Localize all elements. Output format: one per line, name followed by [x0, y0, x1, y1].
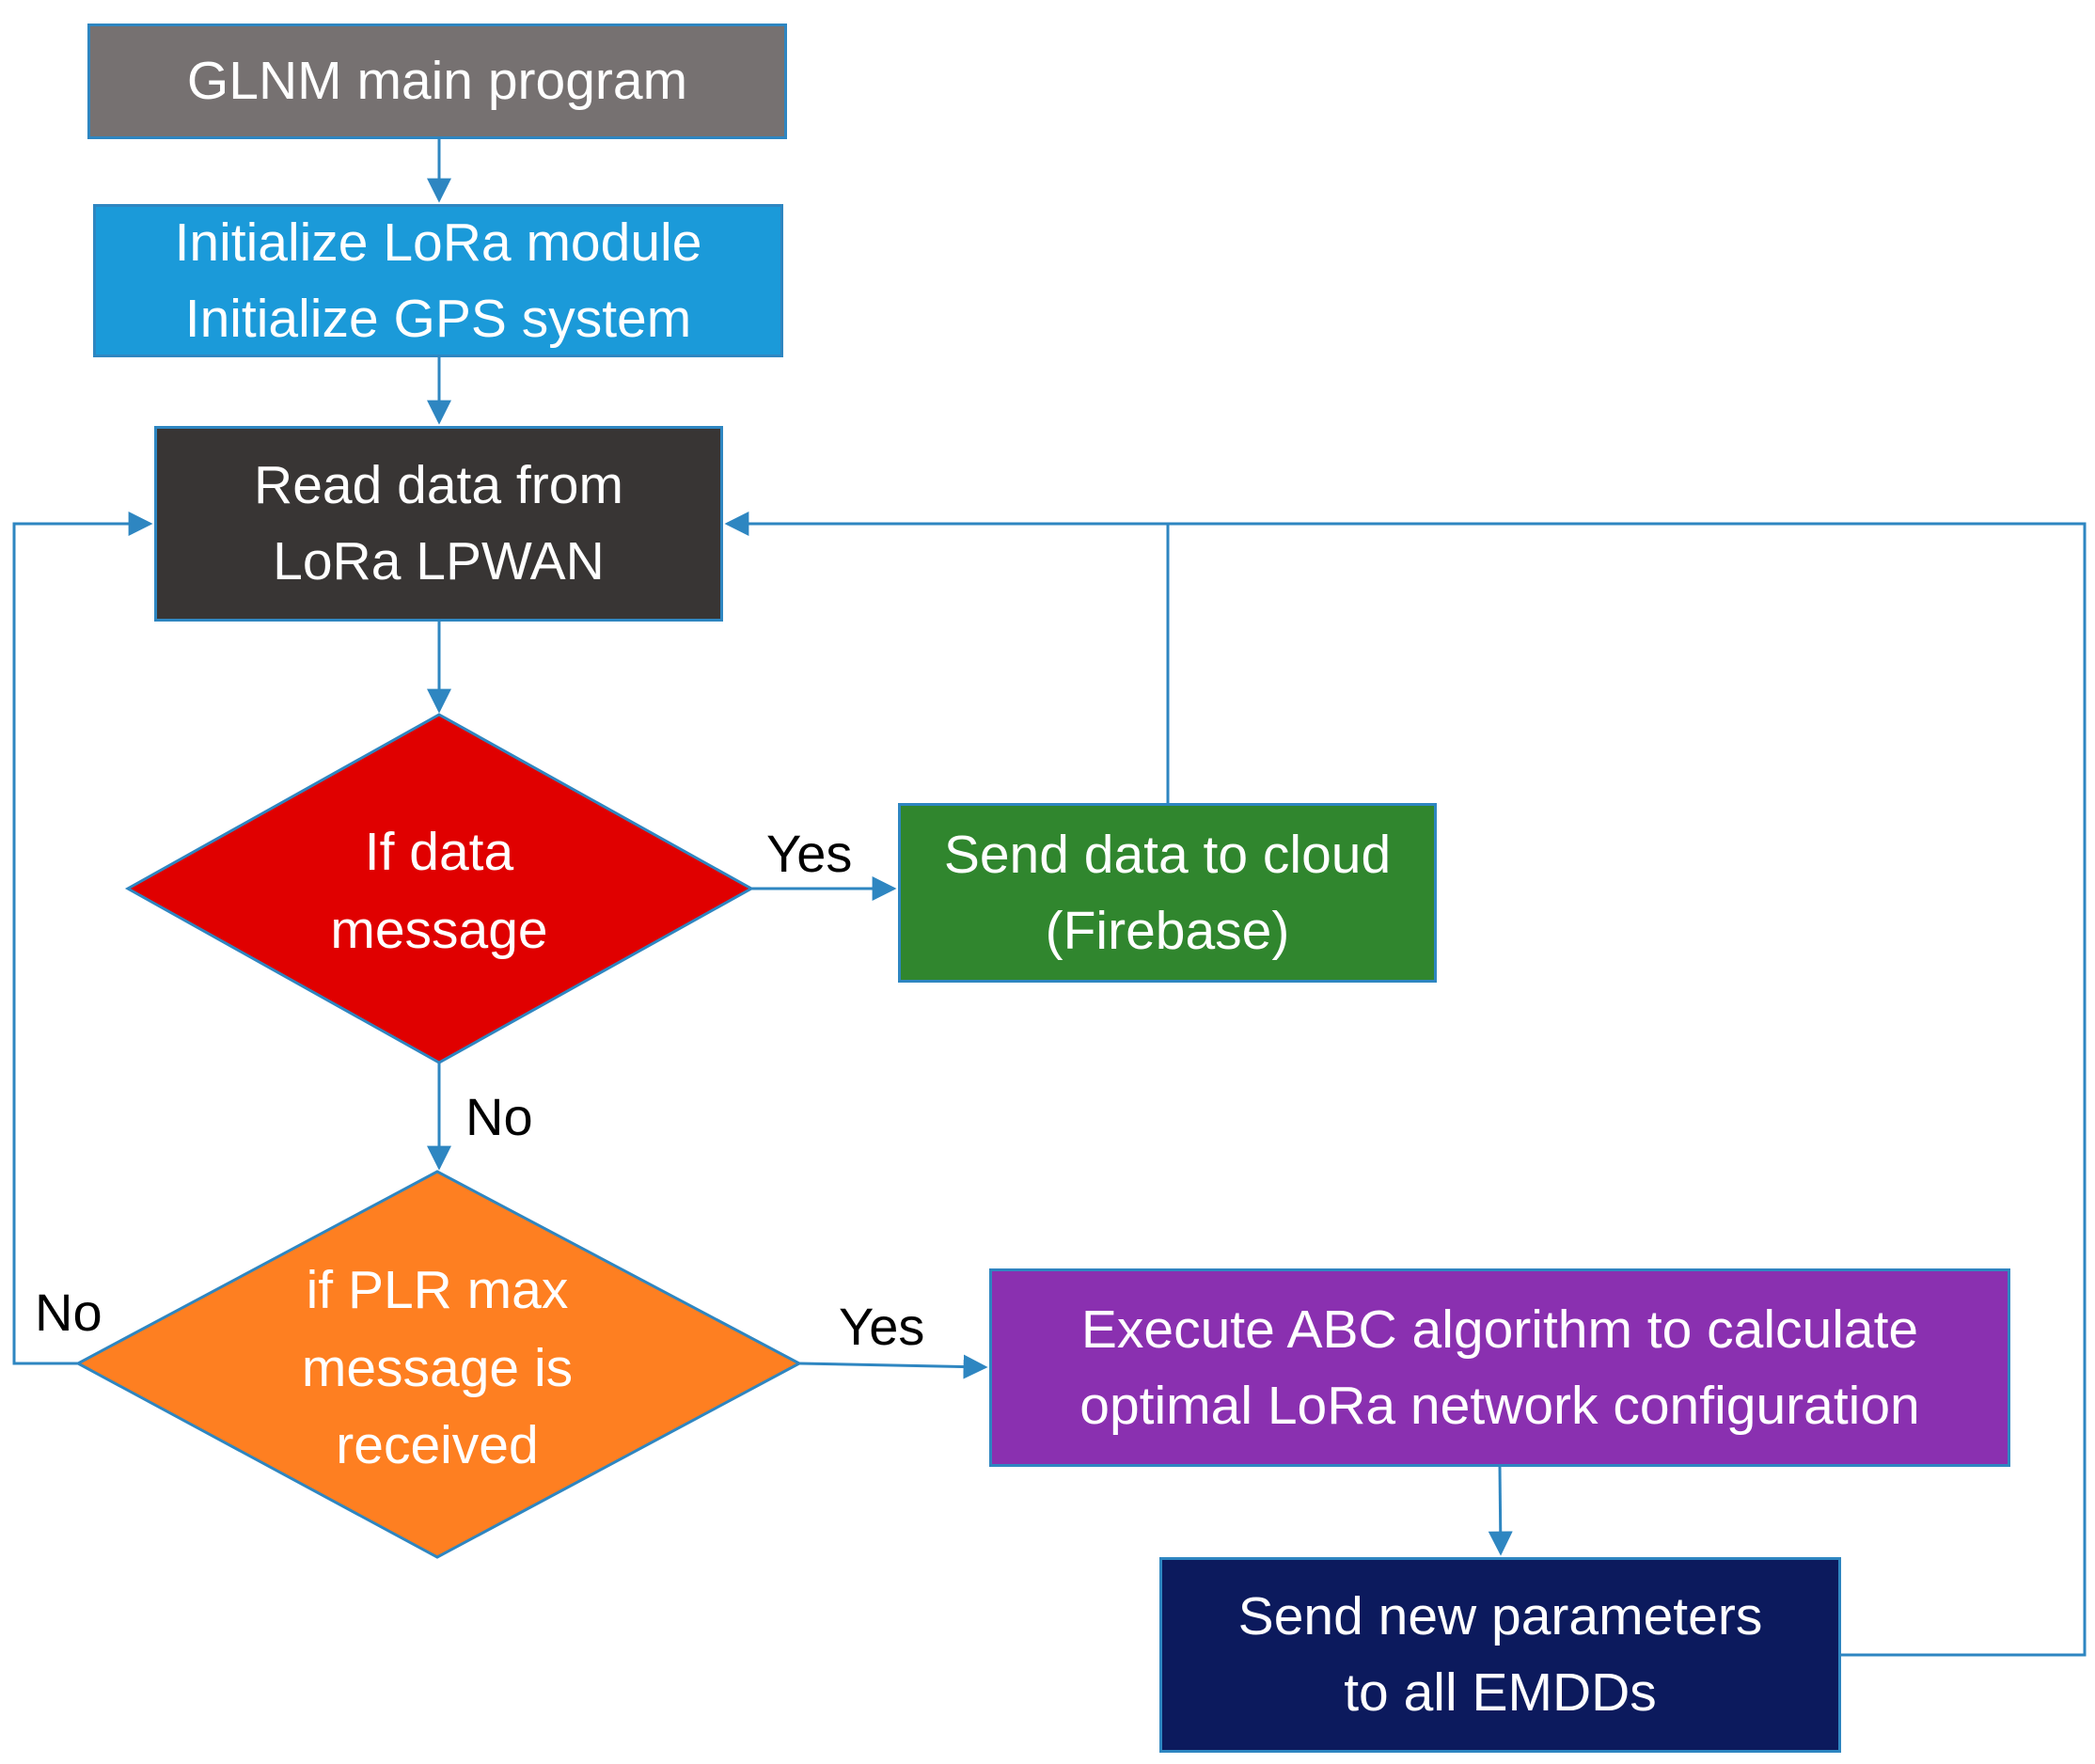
decision-plr-line-2: message is [301, 1337, 574, 1398]
decision-data-line-2: message [330, 900, 548, 960]
decision-plr-line-3: received [336, 1415, 539, 1476]
read-data-node-line-2: LoRa LPWAN [273, 531, 605, 591]
send-to-cloud-node-line-2: (Firebase) [1045, 900, 1290, 961]
edge-label-data-no: No [465, 1087, 533, 1146]
send-parameters-node-line-2: to all EMDDs [1344, 1662, 1657, 1723]
execute-abc-node-line-2: optimal LoRa network configuration [1079, 1375, 1920, 1436]
decision-plr-text: if PLR max message is received [226, 1241, 649, 1495]
edge-label-plr-yes: Yes [839, 1297, 925, 1356]
decision-data-line-1: If data [364, 822, 514, 883]
start-node-label: GLNM main program [186, 51, 688, 112]
decision-data-text: If data message [251, 797, 627, 985]
start-node: GLNM main program [87, 24, 787, 139]
connector-send-loop-back [724, 512, 2087, 1657]
edge-label-plr-no: No [35, 1283, 102, 1342]
read-data-node: Read data from LoRa LPWAN [154, 426, 723, 622]
execute-abc-node: Execute ABC algorithm to calculate optim… [989, 1268, 2010, 1467]
send-to-cloud-node-line-1: Send data to cloud [943, 824, 1392, 885]
edge-label-data-yes: Yes [766, 824, 853, 883]
connector-plr-no-loop-back [12, 512, 153, 1365]
execute-abc-node-line-1: Execute ABC algorithm to calculate [1080, 1299, 1919, 1360]
initialize-node-line-2: Initialize GPS system [184, 288, 692, 349]
send-to-cloud-node: Send data to cloud (Firebase) [898, 803, 1437, 983]
send-parameters-node: Send new parameters to all EMDDs [1159, 1557, 1841, 1753]
connector-abc-to-send [1488, 1466, 1513, 1556]
initialize-node-line-1: Initialize LoRa module [174, 212, 702, 273]
send-parameters-node-line-1: Send new parameters [1237, 1586, 1763, 1647]
decision-plr-line-1: if PLR max [306, 1260, 569, 1321]
read-data-node-line-1: Read data from [254, 455, 623, 516]
decision-plr-diamond [74, 1170, 803, 1559]
initialize-node: Initialize LoRa module Initialize GPS sy… [93, 204, 783, 357]
connector-plr-yes-to-abc [798, 1354, 988, 1379]
